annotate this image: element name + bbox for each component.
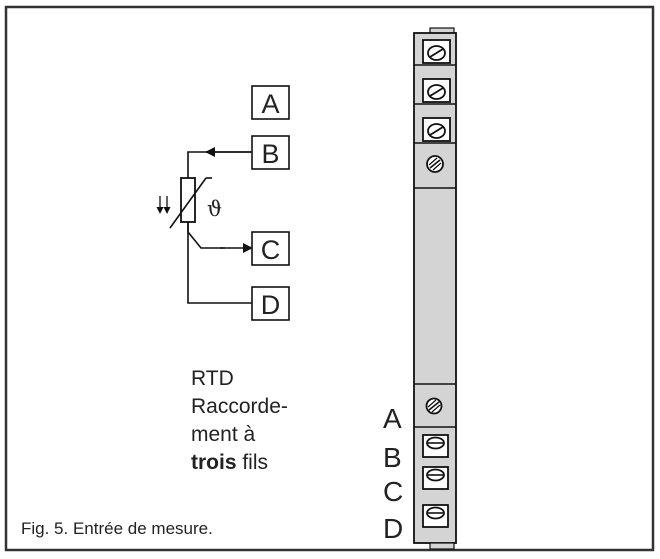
strip-label-d: D [383,513,403,544]
terminal-a-screw [425,397,443,415]
wiring [187,147,253,304]
terminal-strip [413,27,457,550]
terminal-b [422,434,449,458]
strip-label-b: B [383,442,402,473]
terminal-c [422,466,449,490]
label-a: A [261,89,279,119]
label-d: D [261,290,281,320]
wire-c [187,222,225,249]
rtd-line-1: RTD [191,367,234,390]
rtd-line-2: Raccorde- [191,395,288,418]
wire-d [187,222,252,304]
label-c: C [261,235,281,265]
label-box-d: D [251,286,290,321]
terminal-top-3 [422,117,451,142]
terminal-top-1 [422,39,451,64]
strip-label-c: C [383,476,403,507]
rtd-description: RTD Raccorde- ment à trois fils [191,365,288,477]
label-box-b: B [251,135,290,170]
outer-frame [4,5,655,552]
label-box-a: A [251,85,290,120]
double-arrow-icon [156,196,171,214]
rtd-bold-word: trois [191,451,237,474]
rtd-resistor [169,177,212,229]
screw-top [426,155,444,173]
terminal-d [422,504,449,528]
rtd-line-4: trois fils [191,449,288,477]
wire-b [187,151,252,178]
terminal-top-2 [422,78,451,103]
label-box-c: C [251,231,290,266]
rtd-line-3: ment à [191,423,256,446]
temperature-symbol: ϑ [207,197,222,221]
figure-caption: Fig. 5. Entrée de mesure. [21,519,213,538]
rtd-rest-word: fils [236,451,269,474]
label-b: B [261,139,279,169]
strip-label-a: A [383,403,402,434]
